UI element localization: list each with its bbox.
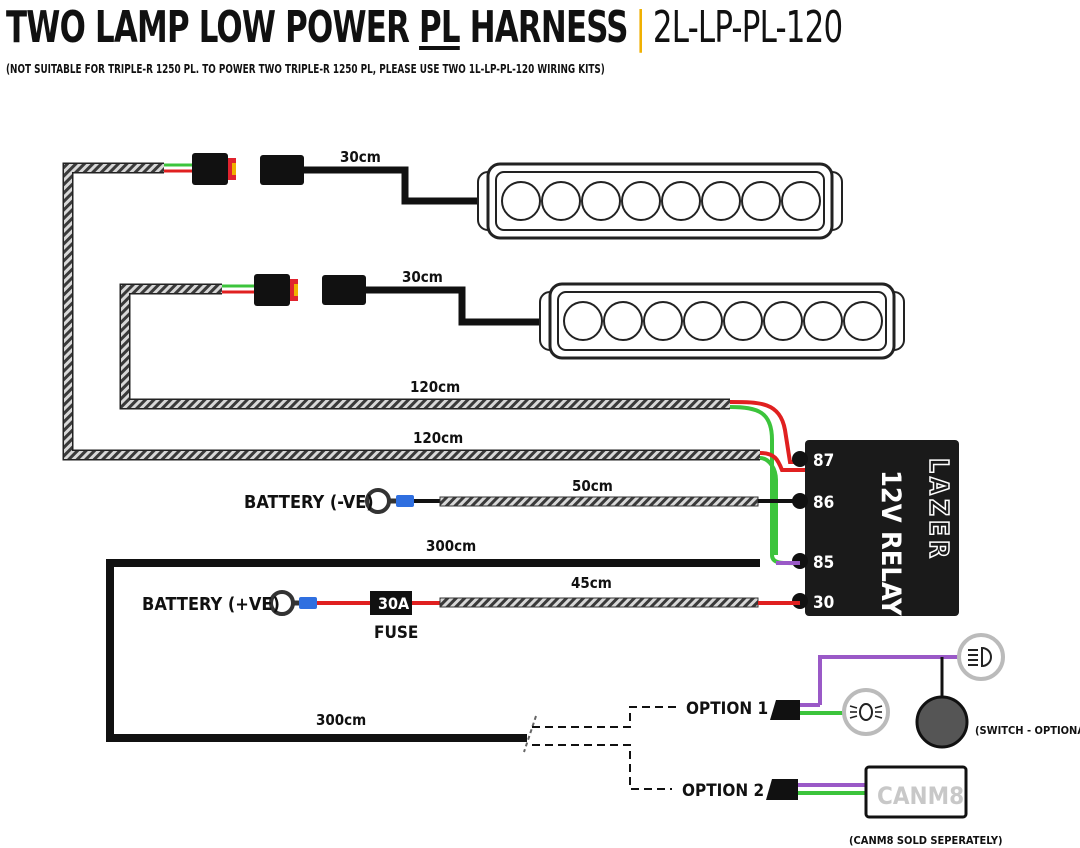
length-lamp2: 30cm	[402, 268, 443, 286]
relay-brand: LAZER	[923, 458, 953, 562]
title-suffix: HARNESS	[459, 2, 629, 53]
length-lamp1: 30cm	[340, 148, 381, 166]
length-loom2: 120cm	[410, 378, 460, 396]
page-title: TWO LAMP LOW POWER PL HARNESS|2L-LP-PL-1…	[6, 2, 843, 53]
lamp-2-lead	[366, 286, 548, 326]
battery-positive-label: BATTERY (+VE)	[142, 594, 280, 615]
switch-feed-wire	[106, 559, 760, 742]
title-prefix: TWO LAMP LOW POWER	[6, 2, 420, 53]
relay-pin-30: 30	[813, 593, 834, 613]
connector-pair-1	[192, 153, 304, 185]
option-1-plug	[770, 655, 962, 720]
fuse-rating: 30A	[378, 594, 410, 613]
light-bar-1	[477, 162, 843, 240]
canm8-box	[864, 765, 968, 819]
option-1-label: OPTION 1	[686, 699, 768, 719]
light-bar-2	[539, 282, 905, 360]
spotlight-icon	[842, 688, 890, 736]
fuse-label: FUSE	[374, 623, 418, 643]
title-separator: |	[635, 2, 646, 53]
loom-2	[119, 283, 730, 410]
wire-break	[523, 715, 537, 753]
battery-positive-lead	[269, 590, 800, 616]
switch-note: (SWITCH - OPTIONAL)	[975, 724, 1080, 737]
option-2-label: OPTION 2	[682, 781, 764, 801]
option-2-plug	[766, 779, 866, 800]
length-switch-lower: 300cm	[316, 711, 366, 729]
length-loom1: 120cm	[413, 429, 463, 447]
subtitle: (NOT SUITABLE FOR TRIPLE-R 1250 PL. TO P…	[6, 62, 605, 76]
relay-pin-86: 86	[813, 493, 834, 513]
relay-pin-85: 85	[813, 553, 834, 573]
lamp-1-lead	[304, 166, 487, 205]
length-neg: 50cm	[572, 477, 613, 495]
connector-pair-2	[254, 274, 366, 306]
canm8-label: CANM8	[877, 782, 964, 810]
switch-button-icon	[915, 695, 969, 749]
battery-negative-lead	[365, 488, 800, 514]
relay-pin-87: 87	[813, 451, 834, 471]
option-dashes	[532, 706, 676, 790]
canm8-note: (CANM8 SOLD SEPERATELY)	[849, 834, 1003, 847]
title-underlined: PL	[419, 2, 461, 53]
part-number: 2L-LP-PL-120	[652, 2, 843, 53]
loom-1	[62, 162, 760, 461]
loom-tails	[729, 400, 806, 566]
length-switch-upper: 300cm	[426, 537, 476, 555]
length-pos: 45cm	[571, 574, 612, 592]
headlight-icon	[957, 633, 1005, 681]
battery-negative-label: BATTERY (-VE)	[244, 492, 374, 513]
relay-name: 12V RELAY	[875, 470, 906, 616]
